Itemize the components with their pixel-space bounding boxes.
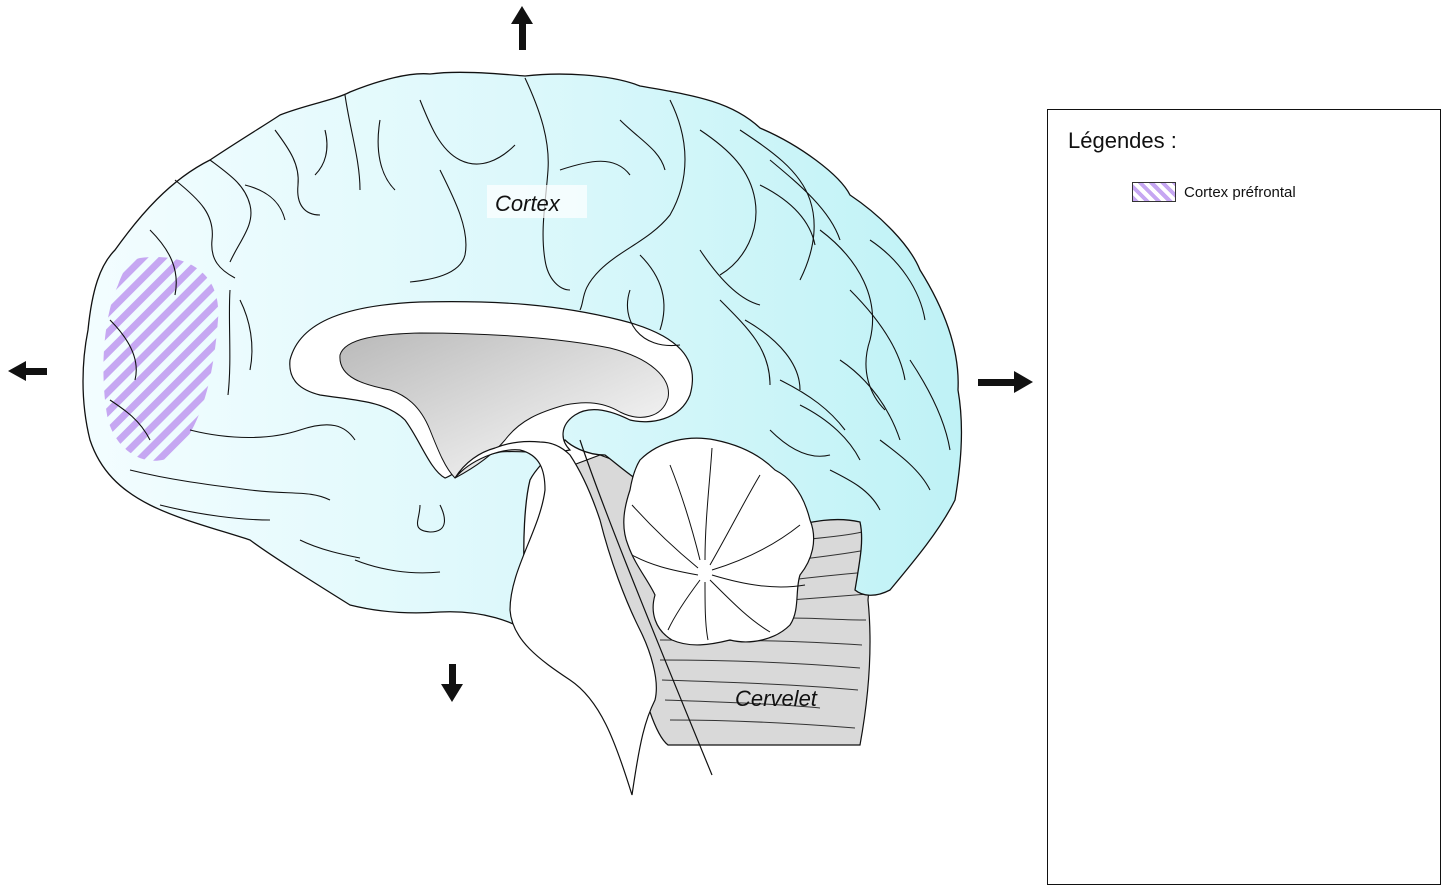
legend-item-prefrontal: Cortex préfrontal (1132, 182, 1296, 202)
arrow-right-icon (978, 371, 1033, 393)
legend-item-label: Cortex préfrontal (1184, 184, 1296, 201)
legend-box: Légendes : Cortex préfrontal (1047, 109, 1441, 885)
brain-diagram: Cortex Cervelet (0, 0, 1040, 888)
legend-swatch-hatch (1132, 182, 1176, 202)
cortex-label: Cortex (495, 191, 561, 216)
arrow-left-icon (8, 361, 47, 381)
cervelet-label: Cervelet (735, 686, 818, 711)
legend-title: Légendes : (1068, 128, 1177, 154)
arrow-down-icon (441, 664, 463, 702)
arrow-up-icon (511, 6, 533, 50)
